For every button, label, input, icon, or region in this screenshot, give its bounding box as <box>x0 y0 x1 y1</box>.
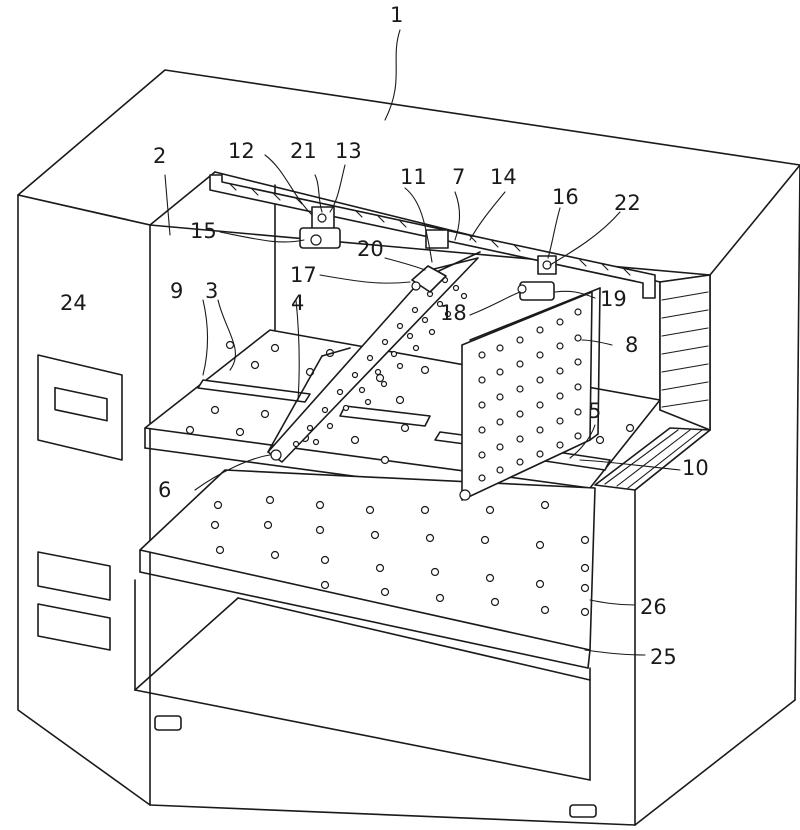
callout-labels: 1 2 3 4 5 6 7 8 9 10 11 12 13 14 15 16 1… <box>60 3 709 669</box>
left-slider-assembly <box>299 206 341 249</box>
label-21: 21 <box>290 139 317 163</box>
label-15: 15 <box>190 219 217 243</box>
label-25: 25 <box>650 645 677 669</box>
hinge-cylinder <box>411 265 447 293</box>
label-26: 26 <box>640 595 667 619</box>
top-guide-rail <box>209 174 656 299</box>
label-13: 13 <box>335 139 362 163</box>
bottom-compartment <box>134 579 591 781</box>
side-wall-hatching <box>594 274 711 491</box>
label-16: 16 <box>552 185 579 209</box>
label-3: 3 <box>205 279 218 303</box>
label-4: 4 <box>291 291 304 315</box>
leader-lines <box>164 29 681 656</box>
label-2: 2 <box>153 144 166 168</box>
lower-perforated-tray <box>139 469 596 669</box>
label-11: 11 <box>400 165 427 189</box>
label-24: 24 <box>60 291 87 315</box>
label-10: 10 <box>682 456 709 480</box>
label-14: 14 <box>490 165 517 189</box>
right-slider-assembly <box>517 255 557 301</box>
label-18: 18 <box>440 301 467 325</box>
label-1: 1 <box>390 3 403 27</box>
control-panel <box>37 354 123 651</box>
label-9: 9 <box>170 279 183 303</box>
right-vertical-panel <box>459 287 601 501</box>
cabinet-body <box>17 69 800 826</box>
label-22: 22 <box>614 191 641 215</box>
label-8: 8 <box>625 333 638 357</box>
label-5: 5 <box>588 399 601 423</box>
label-20: 20 <box>357 237 384 261</box>
label-19: 19 <box>600 287 627 311</box>
label-17: 17 <box>290 263 317 287</box>
label-6: 6 <box>158 478 171 502</box>
label-7: 7 <box>452 165 465 189</box>
label-12: 12 <box>228 139 255 163</box>
tilted-basket-plate <box>267 251 481 463</box>
